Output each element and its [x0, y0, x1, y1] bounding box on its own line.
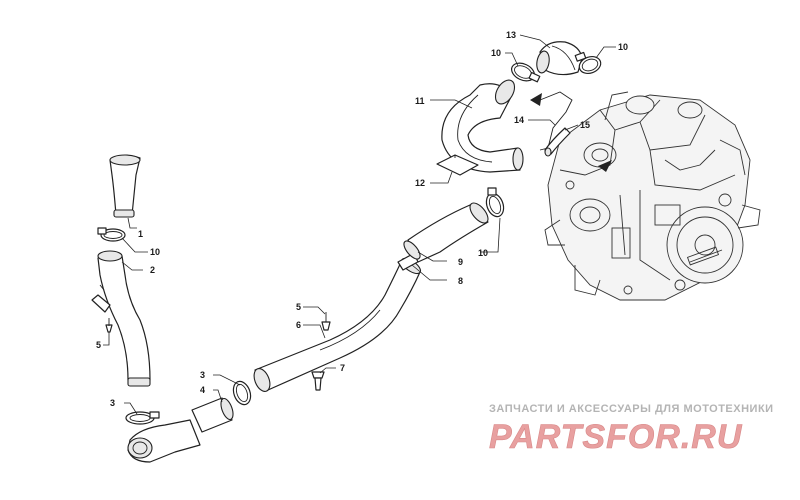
watermark-caption: ЗАПЧАСТИ И АКСЕССУАРЫ ДЛЯ МОТОТЕХНИКИ	[489, 403, 774, 415]
watermark-logo: PARTSFOR.RU	[489, 418, 743, 454]
callout-14: 14	[514, 115, 525, 125]
part-1-intake-snorkel	[109, 154, 141, 218]
part-12-foam-pad	[436, 154, 479, 176]
part-4-coupler	[191, 397, 234, 433]
leader-lines	[103, 34, 616, 415]
callout-15: 15	[580, 120, 591, 130]
callout-10-left: 10	[150, 247, 161, 257]
elbow-lower	[127, 419, 201, 463]
callout-10-right: 10	[478, 248, 489, 258]
callout-1: 1	[138, 229, 144, 239]
part-2-left-duct	[91, 250, 151, 387]
part-3-clamp-lower-left	[125, 411, 160, 425]
callout-13: 13	[506, 30, 517, 40]
svg-text:PARTSFOR.RU: PARTSFOR.RU	[489, 418, 743, 454]
part-11-upper-duct	[441, 79, 524, 173]
part-15-small-hose	[544, 127, 571, 157]
callout-6: 6	[296, 320, 302, 330]
part-6-main-duct	[253, 257, 422, 392]
part-3-clamp-middle	[232, 380, 252, 406]
callout-10-top-left: 10	[491, 48, 502, 58]
part-9-upper-right-duct	[403, 202, 489, 263]
callout-3-left: 3	[110, 398, 116, 408]
callout-8: 8	[458, 276, 464, 286]
callout-10-top-right: 10	[618, 42, 629, 52]
part-10-clamp-left-upper	[97, 227, 126, 242]
part-5-screw-middle	[321, 312, 331, 331]
part-10-clamp-top-left	[511, 62, 541, 83]
callout-5-middle: 5	[296, 302, 302, 312]
part-5-screw-left	[105, 318, 113, 333]
callout-3-middle: 3	[200, 370, 206, 380]
callout-4: 4	[200, 385, 206, 395]
part-10-clamp-top-right	[574, 51, 602, 75]
part-7-push-rivet	[311, 371, 325, 391]
part-13-intake-boot	[536, 41, 583, 76]
callout-5-left: 5	[96, 340, 102, 350]
part-10-clamp-right	[485, 187, 505, 218]
engine-assembly	[544, 91, 761, 301]
callout-11: 11	[415, 96, 425, 106]
callout-2: 2	[150, 265, 156, 275]
callout-12: 12	[415, 178, 426, 188]
callout-9: 9	[458, 257, 464, 267]
callout-7: 7	[340, 363, 346, 373]
